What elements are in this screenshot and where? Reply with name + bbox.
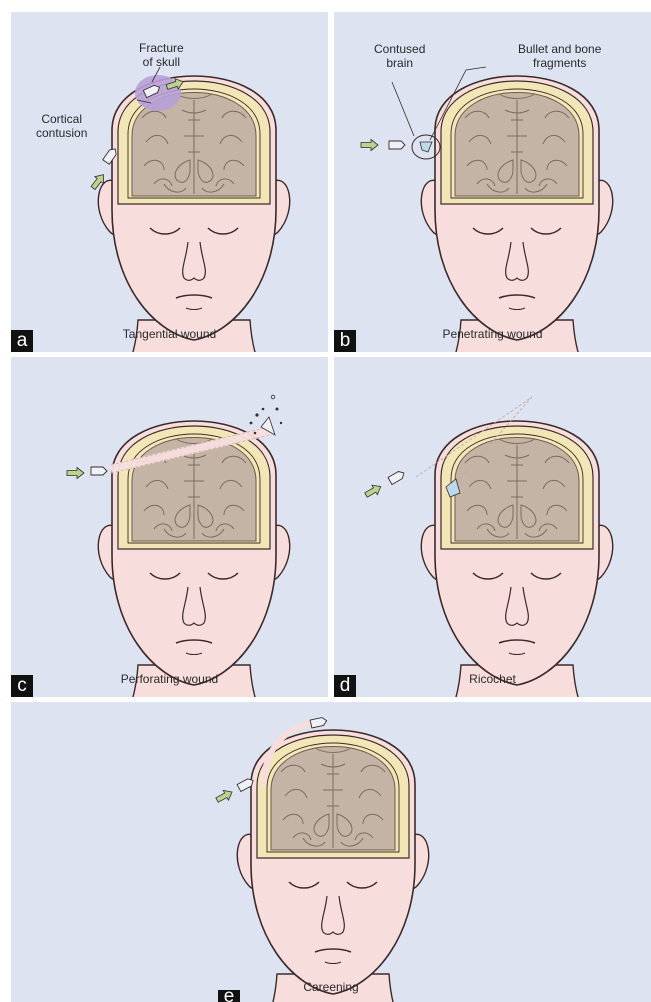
caption-d: Ricochet <box>334 672 651 686</box>
panel-letter-d: d <box>334 675 356 697</box>
panel-letter-a: a <box>11 330 33 352</box>
panel-b: Contused brain Bullet and bone fragments… <box>334 12 651 352</box>
panel-letter-e: e <box>218 990 240 1002</box>
caption-b: Penetrating wound <box>334 327 651 341</box>
panel-a: Fracture of skull Cortical contusion Tan… <box>11 12 328 352</box>
panel-d: Ricochet d <box>334 357 651 697</box>
caption-a: Tangential wound <box>11 327 328 341</box>
panel-c-illustration <box>11 357 328 697</box>
caption-e: Careening <box>11 980 651 994</box>
contused-brain-label: Contused brain <box>374 42 425 70</box>
panel-e: Careening e <box>11 702 651 1002</box>
contusion-region <box>135 75 181 111</box>
fragments-label: Bullet and bone fragments <box>518 42 601 70</box>
fracture-label: Fracture of skull <box>139 41 184 69</box>
contusion-label: Cortical contusion <box>36 112 87 140</box>
panel-d-illustration <box>334 357 651 697</box>
panel-letter-b: b <box>334 330 356 352</box>
caption-c: Perforating wound <box>11 672 328 686</box>
panel-letter-c: c <box>11 675 33 697</box>
panel-e-illustration <box>11 702 651 1002</box>
panel-c: Perforating wound c <box>11 357 328 697</box>
